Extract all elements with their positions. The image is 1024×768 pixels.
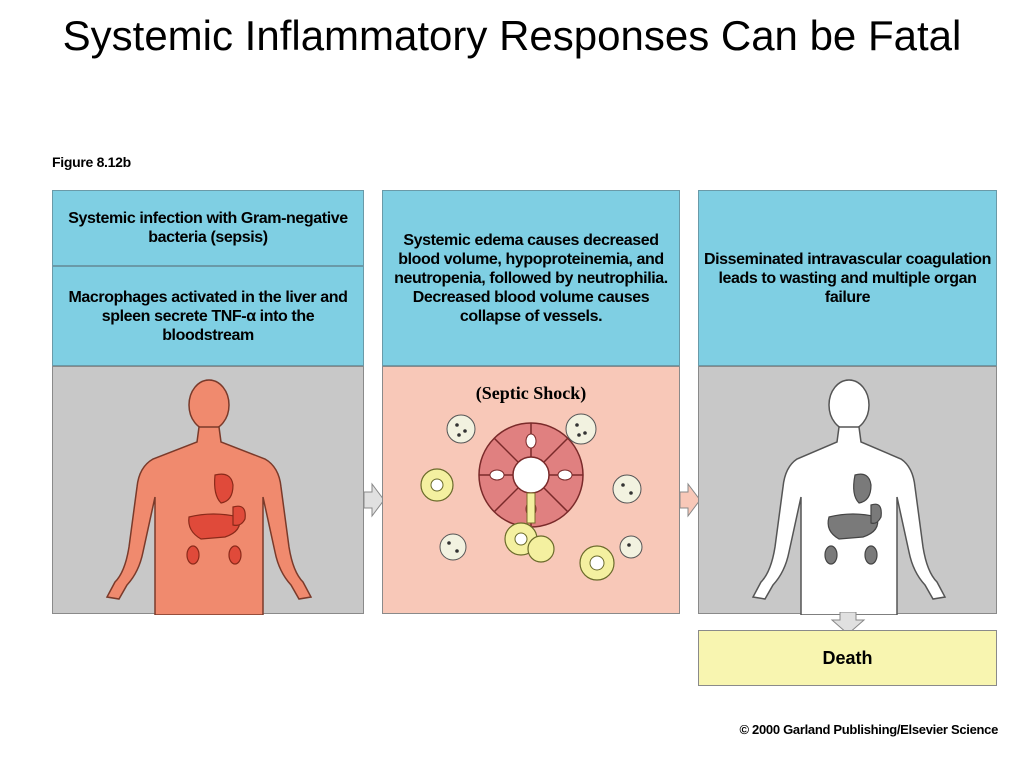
caption-macrophages-text: Macrophages activated in the liver and s… [68,288,348,344]
figure-label: Figure 8.12b [52,154,131,170]
arrow-right-icon [364,482,384,518]
organs [186,473,246,565]
copyright-notice: © 2000 Garland Publishing/Elsevier Scien… [739,722,998,737]
septic-shock-label: (Septic Shock) [475,383,587,403]
arrow-down-icon [830,612,866,634]
wasted-body-illustration [751,379,947,615]
caption-edema: Systemic edema causes decreased blood vo… [382,190,680,366]
vessel-cross-section [478,422,584,528]
failed-organs [824,473,882,565]
inflamed-body-illustration [105,379,313,615]
platelet-clusters [439,413,643,561]
arrow-right-icon [680,482,700,518]
scene-inflamed-body [52,366,364,615]
scene-wasted-body [698,366,997,615]
caption-organ-failure: Disseminated intravascular coagulation l… [698,190,997,366]
caption-edema-text: Systemic edema causes decreased blood vo… [394,231,668,325]
caption-sepsis-text: Systemic infection with Gram-negative ba… [68,210,348,246]
scene-septic-shock: (Septic Shock) [382,366,680,614]
caption-sepsis: Systemic infection with Gram-negative ba… [52,190,364,266]
caption-macrophages: Macrophages activated in the liver and s… [52,266,364,366]
outcome-death: Death [698,630,997,686]
caption-organ-failure-text: Disseminated intravascular coagulation l… [703,250,992,306]
slide-title: Systemic Inflammatory Responses Can be F… [62,12,962,59]
vessel-collapse-illustration [420,413,643,581]
